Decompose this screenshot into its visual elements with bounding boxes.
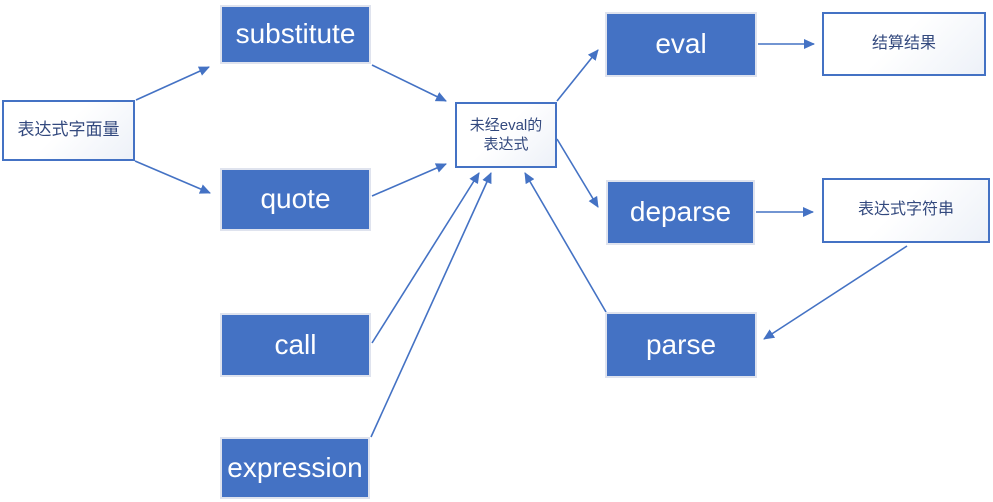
node-substitute-label: substitute: [235, 18, 356, 50]
node-deparse-label: deparse: [629, 196, 732, 228]
node-unevaled-expression: 未经eval的 表达式: [455, 102, 557, 168]
edge-expression-unevaled: [370, 172, 492, 438]
node-parse: parse: [605, 312, 757, 378]
edge-substitute-unevaled: [371, 64, 447, 102]
node-eval-result: 结算结果: [822, 12, 986, 76]
node-quote-label: quote: [260, 183, 331, 215]
node-expression: expression: [220, 437, 370, 499]
edge-unevaled-deparse: [556, 138, 599, 208]
edge-call-unevaled: [371, 172, 480, 344]
node-quote: quote: [220, 168, 371, 231]
node-unevaled-expression-line1: 未经eval的: [469, 116, 543, 134]
node-eval: eval: [605, 12, 757, 77]
node-expression-literal: 表达式字面量: [2, 100, 135, 161]
node-deparse: deparse: [606, 180, 755, 245]
node-parse-label: parse: [645, 328, 717, 360]
node-unevaled-expression-line2: 表达式: [483, 136, 529, 153]
edge-quote-unevaled: [371, 163, 447, 197]
edge-literal-substitute: [135, 66, 210, 101]
edge-parse-unevaled: [524, 172, 607, 313]
node-expression-string-label: 表达式字符串: [857, 201, 954, 219]
node-call: call: [220, 313, 371, 377]
node-expression-string: 表达式字符串: [822, 178, 990, 243]
node-eval-result-label: 结算结果: [871, 34, 936, 52]
node-substitute: substitute: [220, 5, 371, 64]
node-eval-label: eval: [655, 28, 707, 60]
edge-literal-quote: [134, 160, 211, 194]
edge-exprstring-parse: [763, 245, 908, 340]
node-expression-label: expression: [227, 451, 363, 483]
node-expression-literal-label: 表达式字面量: [17, 120, 120, 140]
edge-unevaled-eval: [556, 49, 599, 102]
node-call-label: call: [274, 328, 317, 360]
